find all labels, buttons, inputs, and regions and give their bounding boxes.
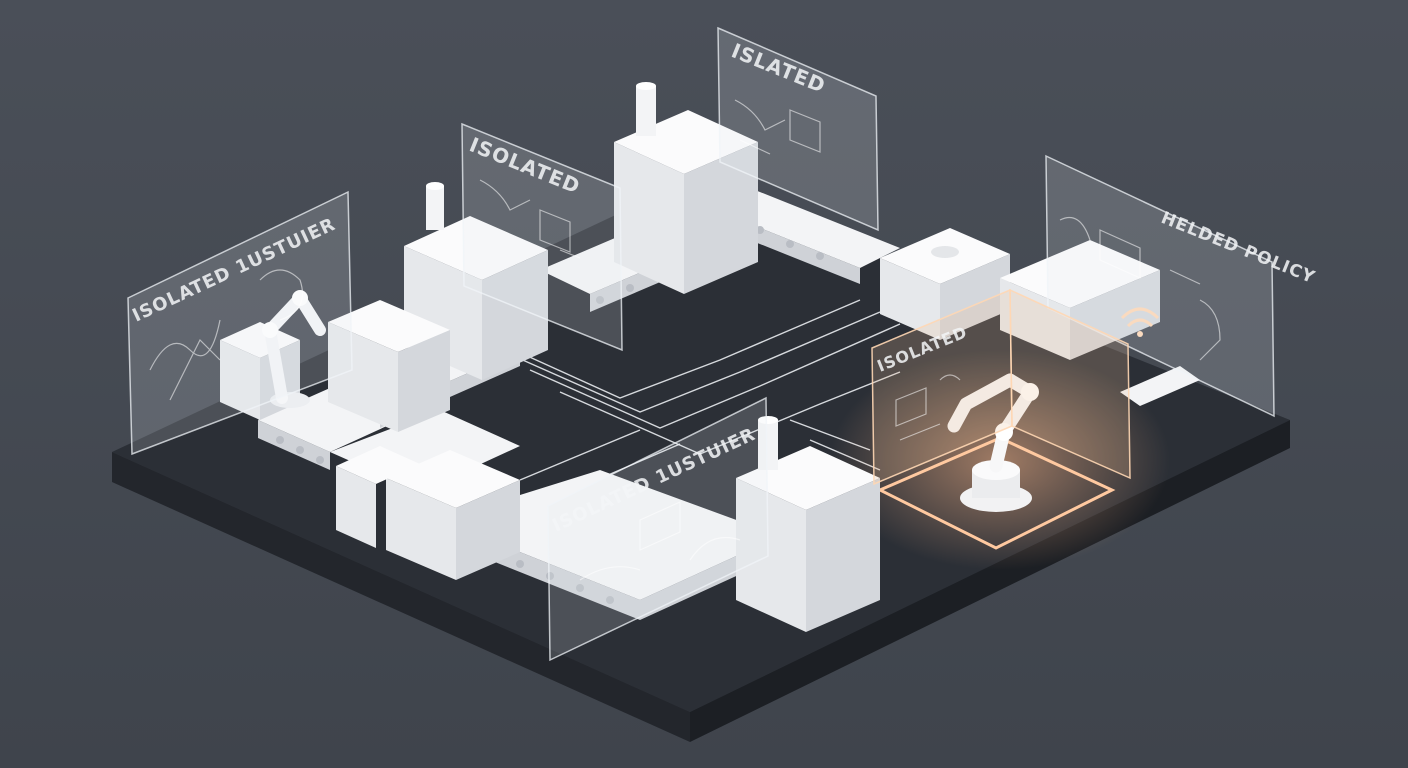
machine-4 — [328, 300, 450, 432]
robot-arm-left — [262, 290, 326, 408]
machine-3 — [736, 416, 880, 632]
machines — [220, 82, 1160, 632]
robot-arm-highlight — [947, 373, 1039, 512]
machine-2 — [614, 82, 758, 294]
machine-7 — [1000, 240, 1160, 360]
panel-highlight: ISOLATED — [871, 288, 1131, 486]
robot-arms — [262, 290, 1160, 512]
machine-6 — [880, 228, 1010, 340]
wifi-icon — [1120, 307, 1160, 337]
machine-5 — [336, 446, 520, 580]
